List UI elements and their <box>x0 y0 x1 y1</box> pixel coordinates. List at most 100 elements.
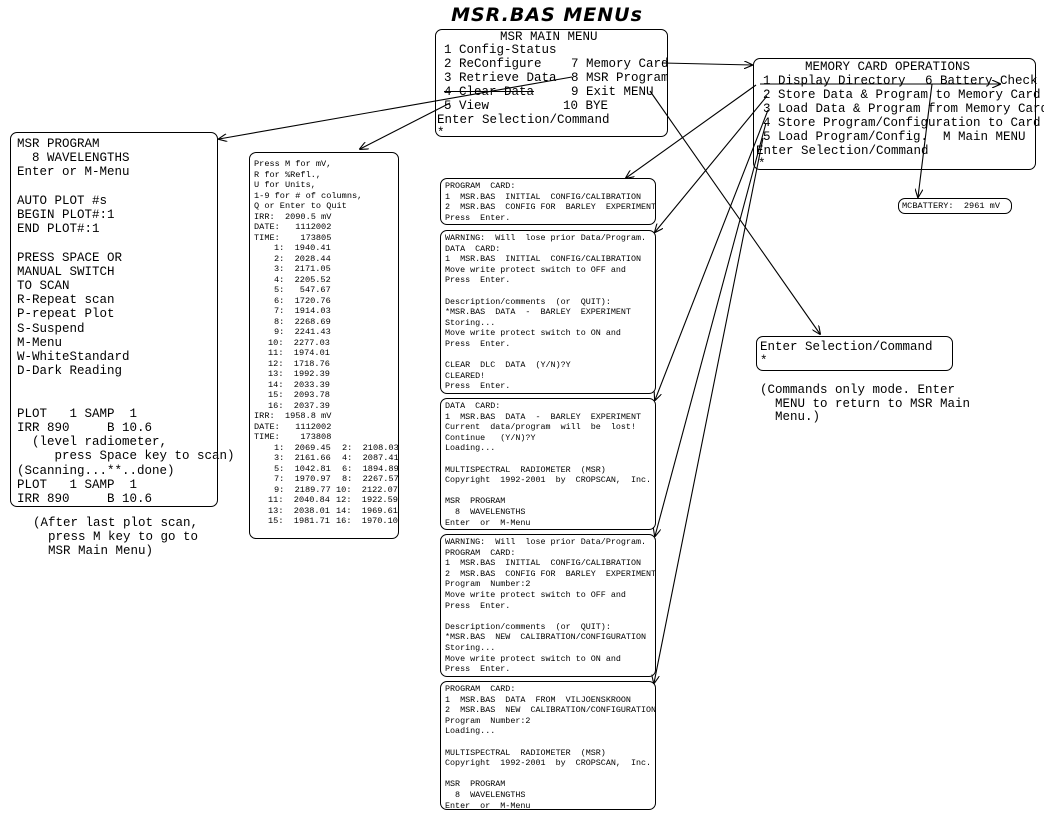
main-menu-heading: MSR MAIN MENU <box>500 30 598 44</box>
view-value: 7: 1914.03 <box>274 306 331 316</box>
msr-program-line: IRR 890 B 10.6 <box>17 492 153 506</box>
card-line: DATA CARD: <box>445 401 501 411</box>
msr-program-line: (Scanning...**..done) <box>17 463 175 478</box>
msr-program-line: BEGIN PLOT#:1 <box>17 208 115 222</box>
card-line: CLEAR DLC DATA (Y/N)?Y <box>445 360 571 371</box>
card-line: Press Enter. <box>445 600 511 611</box>
view-header-line: Q or Enter to Quit <box>254 201 347 211</box>
memory-card-cursor: * <box>758 157 766 171</box>
card-line: Current data/program will be lost! <box>445 422 636 433</box>
view-value: 15: 1981.71 <box>268 516 330 526</box>
card-line: PROGRAM CARD: <box>445 547 516 558</box>
card-line: Move write protect switch to OFF and <box>445 590 626 600</box>
card-line: PROGRAM CARD: <box>445 684 516 694</box>
view-value: 10: 2277.03 <box>268 337 330 348</box>
view-value: 1: 2069.45 <box>274 442 331 453</box>
caption-line: (Commands only mode. Enter <box>760 383 956 397</box>
msr-program-line: 8 WAVELENGTHS <box>17 151 130 166</box>
view-value: 4: 2087.41 <box>342 453 399 463</box>
arrow-card-2 <box>655 95 768 232</box>
exit-menu-prompt: Enter Selection/Command <box>760 340 933 354</box>
card-line: Move write protect switch to ON and <box>445 653 621 664</box>
main-menu-item[interactable]: 2 ReConfigure <box>444 57 542 71</box>
main-menu-prompt: Enter Selection/Command <box>437 113 610 127</box>
memory-card-item[interactable]: 5 Load Program/Config. M Main MENU <box>763 130 1026 144</box>
card-line: Program Number:2 <box>445 715 531 726</box>
card-line: Storing... <box>445 317 496 328</box>
msr-program-line: R-Repeat scan <box>17 293 115 308</box>
msr-program-line: W-WhiteStandard <box>17 350 130 364</box>
memory-card-item[interactable]: 3 Load Data & Program from Memory Card <box>763 102 1044 116</box>
card-line: Description/comments (or QUIT): <box>445 296 611 307</box>
view-value: 16: 2037.39 <box>268 400 330 411</box>
caption-line: MENU to return to MSR Main <box>760 396 971 411</box>
card-line: *MSR.BAS NEW CALIBRATION/CONFIGURATION <box>445 632 647 643</box>
view-value: 10: 2122.07 <box>336 484 398 495</box>
view-time: TIME: 173808 <box>254 432 332 442</box>
caption-line: MSR Main Menu) <box>33 544 154 558</box>
view-value: 11: 2040.84 <box>268 495 330 505</box>
card-line: Press Enter. <box>445 339 511 349</box>
card-line: Copyright 1992-2001 by CROPSCAN, Inc. <box>445 475 652 486</box>
card-line: WARNING: Will lose prior Data/Program. <box>445 233 647 243</box>
card-screen-1: PROGRAM CARD:1 MSR.BAS INITIAL CONFIG/CA… <box>440 178 656 225</box>
msr-program-line: MSR PROGRAM <box>17 137 100 151</box>
msr-program-line: M-Menu <box>17 335 63 350</box>
main-menu-item[interactable]: 1 Config-Status <box>444 43 557 57</box>
view-header-line: 1-9 for # of columns, <box>254 190 363 201</box>
view-value: 3: 2161.66 <box>274 453 331 463</box>
view-value: 6: 1720.76 <box>274 295 331 306</box>
card-line: Press Enter. <box>445 664 511 675</box>
view-date: DATE: 1112002 <box>254 421 332 432</box>
main-menu-item[interactable]: 7 Memory Card <box>571 57 669 71</box>
main-menu-item[interactable]: 5 View <box>444 99 490 113</box>
view-value: 1: 1940.41 <box>274 243 331 253</box>
msr-program-line: IRR 890 B 10.6 <box>17 421 153 435</box>
main-menu-box: MSR MAIN MENU 1 Config-Status 2 ReConfig… <box>435 29 669 139</box>
msr-program-line: press Space key to scan) <box>17 449 235 464</box>
card-line: 1 MSR.BAS INITIAL CONFIG/CALIBRATION <box>445 558 642 569</box>
memory-card-heading: MEMORY CARD OPERATIONS <box>805 60 971 74</box>
arrow-to-memory-card <box>662 63 752 65</box>
card-line: Loading... <box>445 726 496 737</box>
card-line: 8 WAVELENGTHS <box>445 507 526 517</box>
view-value: 11: 1974.01 <box>268 348 330 358</box>
card-line: MSR PROGRAM <box>445 779 506 790</box>
card-screen-4: WARNING: Will lose prior Data/Program.PR… <box>440 534 656 677</box>
view-value: 9: 2189.77 <box>274 484 331 495</box>
card-line: Enter or M-Menu <box>445 800 531 811</box>
card-line: *MSR.BAS DATA - BARLEY EXPERIMENT <box>445 307 631 318</box>
msr-program-line: D-Dark Reading <box>17 364 123 379</box>
view-value: 13: 2038.01 <box>268 505 330 516</box>
card-line: Move write protect switch to OFF and <box>445 264 626 275</box>
view-value: 2: 2028.44 <box>274 253 331 264</box>
card-line: MSR PROGRAM <box>445 496 506 507</box>
arrow-card-4 <box>655 122 767 536</box>
card-line: 2 MSR.BAS CONFIG FOR BARLEY EXPERIMENT <box>445 568 657 579</box>
memory-card-item[interactable]: 2 Store Data & Program to Memory Card <box>763 88 1041 102</box>
exit-menu-box: Enter Selection/Command * <box>756 336 953 371</box>
arrow-card-5 <box>654 137 764 683</box>
main-menu-item[interactable]: 9 Exit MENU <box>571 85 654 99</box>
memory-card-item[interactable]: 4 Store Program/Configuration to Card <box>763 116 1041 130</box>
memory-card-box: MEMORY CARD OPERATIONS 1 Display Directo… <box>753 58 1044 171</box>
main-menu-item[interactable]: 10 BYE <box>563 99 609 113</box>
msr-program-line: (level radiometer, <box>17 435 168 450</box>
card-line: WARNING: Will lose prior Data/Program. <box>445 537 647 547</box>
main-menu-item[interactable]: 3 Retrieve Data <box>444 71 557 85</box>
msr-program-line: PRESS SPACE OR <box>17 250 123 265</box>
msr-program-line: S-Suspend <box>17 321 85 336</box>
msr-program-line: P-repeat Plot <box>17 307 115 322</box>
main-menu-item[interactable]: 8 MSR Program <box>571 71 669 85</box>
arrow-card-3 <box>655 109 769 400</box>
card-line: 2 MSR.BAS NEW CALIBRATION/CONFIGURATION <box>445 705 657 716</box>
card-line: Press Enter. <box>445 275 511 286</box>
view-value: 12: 1718.76 <box>268 358 330 369</box>
view-value: 7: 1970.97 <box>274 474 331 484</box>
memory-card-prompt: Enter Selection/Command <box>756 144 929 158</box>
view-screen-box: Press M for mV,R for %Refl.,U for Units,… <box>249 152 399 539</box>
view-value: 4: 2205.52 <box>274 274 331 285</box>
card-line: 1 MSR.BAS DATA - BARLEY EXPERIMENT <box>445 411 642 422</box>
msr-program-line: AUTO PLOT #s <box>17 193 108 208</box>
